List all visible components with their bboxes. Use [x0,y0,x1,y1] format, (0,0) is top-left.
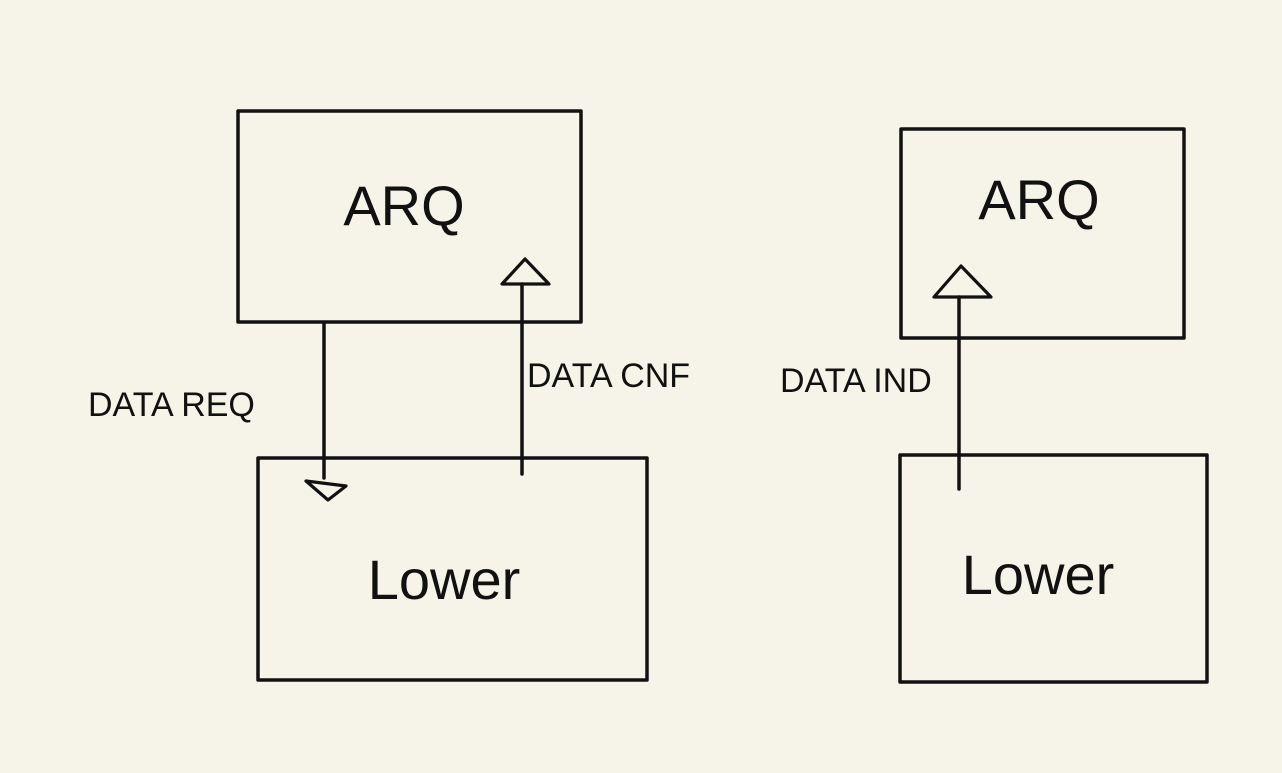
data-ind-label: DATA IND [780,362,932,400]
left-lower-box [256,456,649,682]
left-lower-label: Lower [368,548,521,611]
right-arq-box [899,127,1186,340]
right-arq-label: ARQ [978,168,1099,231]
left-arq-box [236,109,583,324]
right-lower-box [898,453,1209,684]
data-req-arrow [304,322,348,502]
data-cnf-arrowhead-icon [500,257,551,286]
right-stack: ARQ Lower DATA IND [780,127,1209,684]
data-cnf-arrow [500,257,551,476]
data-cnf-label: DATA CNF [527,357,690,395]
left-arq-label: ARQ [343,174,464,237]
data-ind-arrow [932,264,993,491]
left-stack: ARQ Lower DATA REQ DATA CNF [88,109,690,682]
data-req-arrowhead-icon [304,479,348,502]
data-req-label: DATA REQ [88,386,255,424]
data-ind-arrowhead-icon [932,264,993,299]
right-lower-label: Lower [962,543,1115,606]
